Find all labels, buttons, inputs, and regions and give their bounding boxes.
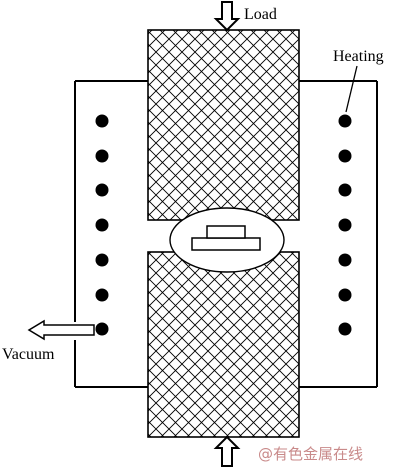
heating-element xyxy=(95,183,109,197)
heating-leader-line xyxy=(345,65,358,113)
heating-element xyxy=(95,322,109,336)
load-label: Load xyxy=(244,6,277,23)
heating-element xyxy=(338,322,352,336)
heating-element xyxy=(338,288,352,302)
heating-element xyxy=(95,218,109,232)
heating-element xyxy=(338,183,352,197)
arrow-down-icon xyxy=(213,1,241,32)
arrow-up-icon xyxy=(213,435,241,467)
heating-element xyxy=(95,114,109,128)
vacuum-label: Vacuum xyxy=(2,346,55,363)
heating-element xyxy=(95,253,109,267)
watermark: @有色金属在线 xyxy=(258,445,363,463)
heating-element xyxy=(95,288,109,302)
heating-element xyxy=(338,114,352,128)
heating-label: Heating xyxy=(333,48,384,65)
heating-element xyxy=(338,253,352,267)
heating-elements-right xyxy=(338,114,352,336)
lower-ram xyxy=(147,251,300,438)
heating-element xyxy=(338,149,352,163)
heating-elements-left xyxy=(95,114,109,336)
specimen xyxy=(191,225,261,251)
upper-ram xyxy=(147,29,300,221)
arrow-left-icon xyxy=(27,319,95,341)
heating-element xyxy=(338,218,352,232)
heating-element xyxy=(95,149,109,163)
furnace-chamber xyxy=(74,80,378,388)
